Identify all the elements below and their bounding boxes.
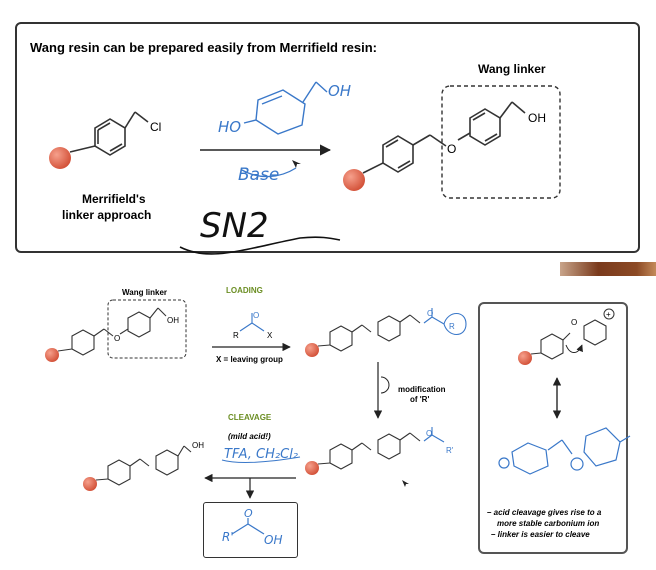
sn2-underline-stroke [179,236,341,255]
ether-oxygen-label-top: O [447,142,457,156]
acid-product-structure [231,518,265,535]
acid-product-box [203,502,298,558]
resin-bead-cleaved [83,477,97,491]
product-oxygen-label: O [244,507,253,520]
carbonium-charge-circle [603,308,615,320]
handwritten-tfa-dcm: TFA, CH₂Cl₂ [224,447,299,462]
product-hydroxyl-label: OH [192,441,204,450]
cleavage-note-line1: – acid cleavage gives rise to a [487,508,602,517]
ether-oxygen-label-bottom: O [114,334,121,343]
cleaved-resin-structure [95,445,192,486]
leaving-group-label: X = leaving group [216,355,283,364]
hydroxyl-label-bottom: OH [167,316,179,325]
ester-r-prime-label: R' [446,446,454,455]
benzene-ring-merrifield [69,111,149,156]
top-panel-title: Wang resin can be prepared easily from M… [30,40,378,55]
right-panel-structure [530,319,607,360]
modification-curve [380,376,390,394]
carbonium-oxygen-label: O [571,318,578,327]
wang-linker-structure-small [57,307,167,356]
handwritten-reagent-ring [243,81,328,135]
handwritten-resonance-structure [498,427,631,475]
cleavage-note-line3: – linker is easier to cleave [491,530,590,539]
wang-linker-structure-top [362,101,526,174]
cursor-pointer-top [292,160,301,168]
cleavage-label: CLEAVAGE [228,413,272,422]
resin-bead-wang-top [343,169,365,191]
product-oh-label: OH [264,533,283,547]
base-underline-stroke [241,167,297,178]
modified-resin-structure [317,432,421,470]
top-panel-frame [15,22,640,253]
resin-bead-loaded [305,343,319,357]
merrifield-label-line1: Merrifield's [82,192,146,206]
resin-bead-modified [305,461,319,475]
cursor-pointer-bottom [402,480,409,487]
mild-acid-label: (mild acid!) [228,432,271,441]
carbonium-plus-label: + [606,310,611,319]
loaded-ester-group [423,308,467,336]
loading-reagent-structure [239,313,265,332]
ester-r-label: R [449,322,455,331]
wang-linker-title-bottom: Wang linker [122,288,168,297]
hydroxyl-label-top: OH [528,111,546,125]
carbonium-ion-panel [478,302,628,554]
loaded-resin-structure [317,314,421,352]
modification-label-line2: of 'R' [410,395,430,404]
electron-push-arrow [565,344,583,353]
reagent-o-label: O [253,311,260,320]
modification-label-line1: modification [398,385,446,394]
ester-oxygen-label-1: O [427,309,434,318]
chloride-label: Cl [150,120,162,134]
handwritten-oh: OH [328,82,352,100]
handwritten-sn2: SN2 [200,206,269,246]
handwritten-base: Base [238,165,280,185]
loading-label: LOADING [226,286,263,295]
wang-linker-dashed-box-top [441,85,561,199]
resin-bead-merrifield [49,147,71,169]
cleavage-note-line2: more stable carbonium ion [497,519,600,528]
wang-linker-dashed-box-small [107,299,187,359]
reagent-r-label: R [233,331,239,340]
product-r-prime-label: R' [222,530,234,544]
slide-edge-decoration [560,262,656,276]
merrifield-label-line2: linker approach [62,208,152,222]
reagent-x-label: X [267,331,273,340]
handwritten-ho: HO [218,118,242,136]
ester-oxygen-label-2: O [426,429,433,438]
tfa-underline-stroke [221,456,301,464]
resin-bead-wang-small [45,348,59,362]
resin-bead-right [518,351,532,365]
modified-ester-group [423,427,445,443]
wang-linker-title-top: Wang linker [478,62,546,76]
